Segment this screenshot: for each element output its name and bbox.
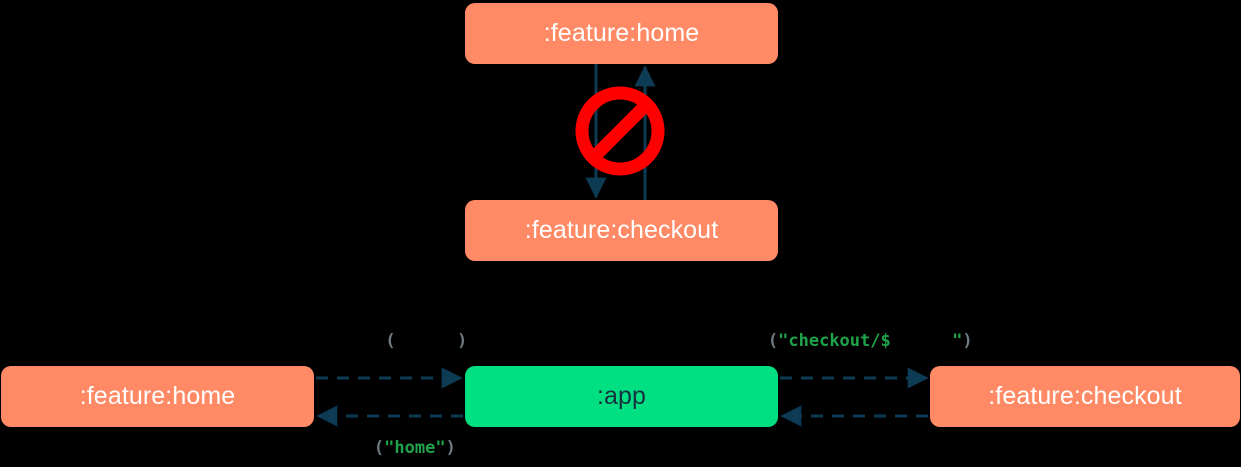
code-token-ident: onCheckout	[283, 331, 386, 351]
node-app[interactable]: :app	[465, 366, 778, 427]
node-label: :feature:home	[79, 382, 236, 410]
code-token-punc: )	[445, 438, 456, 458]
edge-label-on-payment-canceled: onPaymentCanceled()	[740, 440, 934, 457]
code-token-str: "	[952, 331, 963, 351]
node-label: :app	[596, 382, 647, 410]
node-label: :feature:home	[543, 19, 700, 47]
node-feature-checkout-top[interactable]: :feature:checkout	[465, 200, 778, 261]
node-label: :feature:checkout	[524, 216, 719, 244]
code-token-str: "checkout/$	[778, 331, 891, 351]
node-label: :feature:checkout	[988, 382, 1182, 410]
code-token-ident: navigate	[292, 438, 374, 458]
forbidden-icon	[575, 86, 665, 176]
code-token-ident: bookId	[395, 331, 458, 351]
code-token-punc: )	[457, 331, 468, 351]
edge-label-on-checkout: onCheckout(bookId)	[283, 333, 467, 350]
code-token-punc: (	[373, 438, 385, 458]
edge-label-navigate-checkout: navigate("checkout/$bookId")	[686, 333, 973, 350]
code-token-ident: navigate	[686, 331, 768, 351]
code-token-ident: bookId	[890, 331, 953, 351]
code-token-ident: onPaymentCanceled()	[740, 438, 935, 458]
code-token-punc: )	[962, 331, 973, 351]
code-token-punc: (	[385, 331, 396, 351]
code-token-punc: (	[767, 331, 779, 351]
node-feature-home-top[interactable]: :feature:home	[465, 3, 778, 64]
node-feature-checkout-bottom[interactable]: :feature:checkout	[930, 366, 1240, 427]
code-token-str: "home"	[384, 438, 446, 458]
edge-label-navigate-home: navigate("home")	[292, 440, 456, 457]
node-feature-home-bottom[interactable]: :feature:home	[1, 366, 314, 427]
